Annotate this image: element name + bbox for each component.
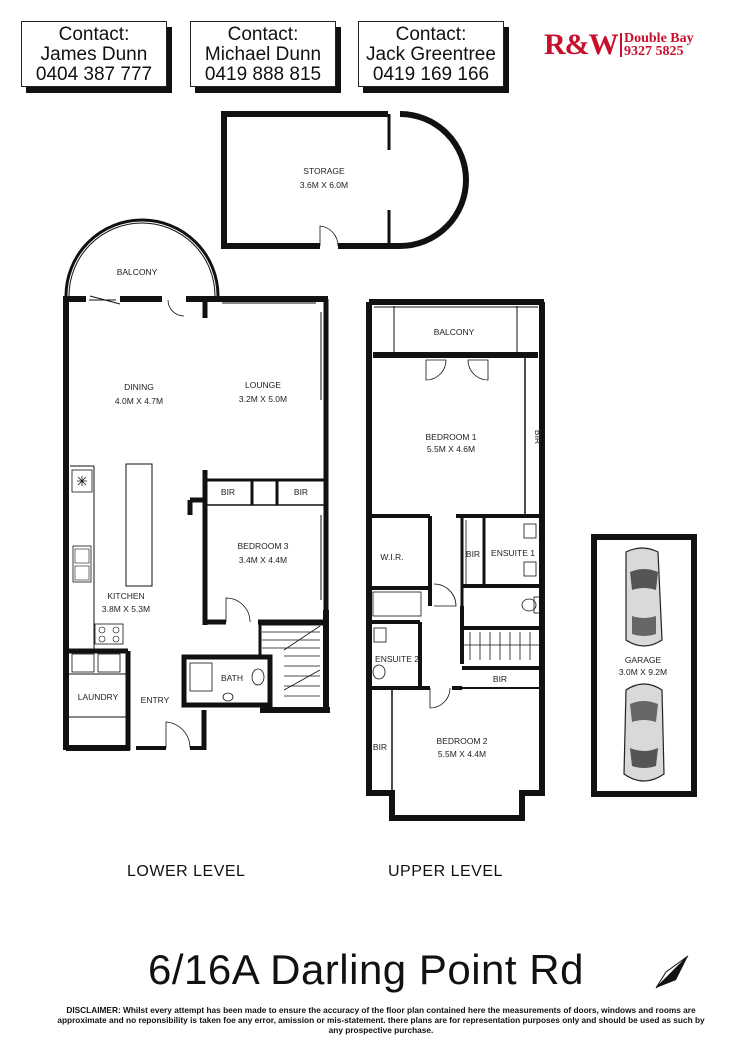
room-label-ensuite1: ENSUITE 1 [491,548,535,558]
contact-phone: 0419 888 815 [204,64,322,85]
room-size-dining: 4.0M X 4.7M [115,396,163,406]
contact-heading: Contact: [395,24,467,45]
room-label-bir-upper: BIR [493,674,507,684]
agency-office: Double Bay 9327 5825 [624,31,694,59]
agency-office-name: Double Bay [624,31,694,46]
disclaimer-text: DISCLAIMER: Whilst every attempt has bee… [57,1005,705,1035]
contact-phone: 0404 387 777 [35,64,153,85]
upper-level-walls [366,299,545,821]
room-label-bir-right: BIR [294,487,308,497]
contact-name: Michael Dunn [204,44,322,65]
room-size-bedroom3: 3.4M X 4.4M [239,555,287,565]
contact-name: James Dunn [40,44,148,65]
room-size-bedroom1: 5.5M X 4.6M [427,444,475,454]
garage-walls [591,534,697,797]
room-label-dining: DINING [124,382,154,392]
room-label-laundry: LAUNDRY [78,692,119,702]
room-label-bir-left: BIR [221,487,235,497]
room-label-bir-bedroom1: BIR [533,430,543,444]
contact-card-jack: Contact: Jack Greentree 0419 169 166 [358,21,504,87]
room-label-entry: ENTRY [141,695,170,705]
room-label-bedroom2: BEDROOM 2 [436,736,487,746]
room-size-garage: 3.0M X 9.2M [619,667,667,677]
lower-level-walls [63,218,330,751]
room-size-lounge: 3.2M X 5.0M [239,394,287,404]
logo-divider [620,33,622,57]
car-icon [625,547,663,647]
level-label-upper: UPPER LEVEL [388,863,503,880]
room-size-kitchen: 3.8M X 5.3M [102,604,150,614]
room-label-bath: BATH [221,673,243,683]
contact-phone: 0419 169 166 [372,64,490,85]
contact-heading: Contact: [58,24,130,45]
room-label-bedroom3: BEDROOM 3 [237,541,288,551]
room-size-bedroom2: 5.5M X 4.4M [438,749,486,759]
contact-card-michael: Contact: Michael Dunn 0419 888 815 [190,21,336,87]
room-label-lounge: LOUNGE [245,380,281,390]
room-label-ensuite2: ENSUITE 2 [375,654,419,664]
room-label-kitchen: KITCHEN [107,591,144,601]
room-label-bir-bedroom2: BIR [373,742,387,752]
level-label-lower: LOWER LEVEL [127,863,246,880]
room-size-storage: 3.6M X 6.0M [300,180,348,190]
agency-logo: R&W Double Bay 9327 5825 [544,28,724,61]
contact-name: Jack Greentree [366,44,496,65]
agency-phone: 9327 5825 [624,44,684,59]
north-arrow-icon [655,955,689,989]
room-label-wir: W.I.R. [380,552,403,562]
room-label-bedroom1: BEDROOM 1 [425,432,476,442]
room-label-bir-mid: BIR [466,549,480,559]
property-address: 6/16A Darling Point Rd [148,946,584,993]
car-icon [623,683,665,782]
agency-logo-mark: R&W [544,28,619,61]
room-label-balcony-upper: BALCONY [434,327,475,337]
storage-walls [221,111,469,249]
room-label-balcony-lower: BALCONY [117,267,158,277]
room-label-garage: GARAGE [625,655,662,665]
room-label-storage: STORAGE [303,166,345,176]
contact-heading: Contact: [227,24,299,45]
contact-card-james: Contact: James Dunn 0404 387 777 [21,21,167,87]
